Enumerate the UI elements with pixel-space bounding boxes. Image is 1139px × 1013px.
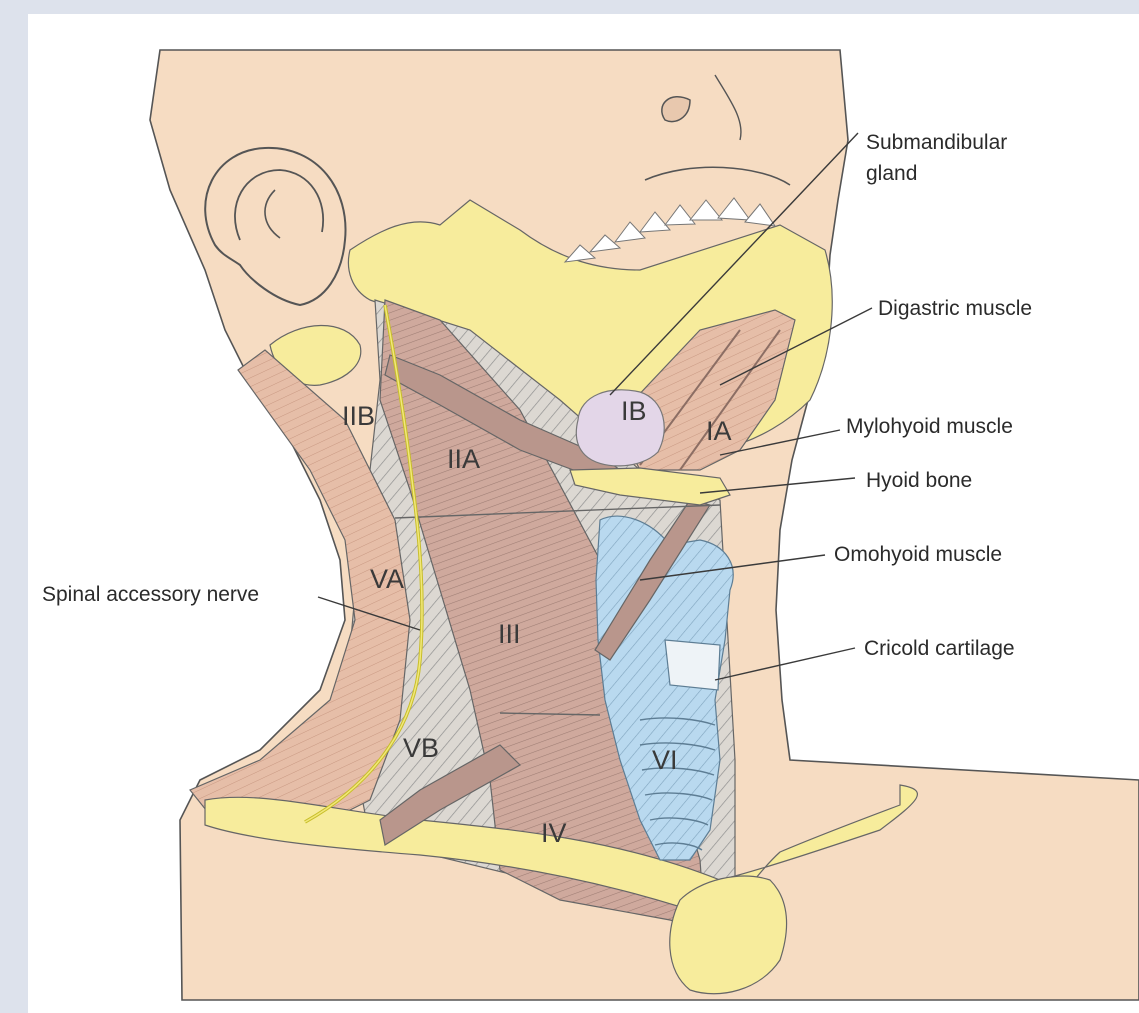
level-VA: VA	[370, 564, 404, 594]
level-VI: VI	[652, 745, 678, 775]
level-IV: IV	[541, 818, 567, 848]
label-mylohyoid-muscle: Mylohyoid muscle	[846, 415, 1013, 438]
label-digastric-muscle: Digastric muscle	[878, 297, 1032, 320]
level-IIB: IIB	[342, 401, 375, 431]
cricoid-cartilage	[665, 640, 720, 690]
label-spinal-accessory-nerve: Spinal accessory nerve	[42, 583, 259, 606]
label-submandibular: Submandibular	[866, 131, 1007, 154]
level-IB: IB	[621, 396, 647, 426]
label-submandibular-gland: gland	[866, 162, 917, 185]
label-omohyoid-muscle: Omohyoid muscle	[834, 543, 1002, 566]
label-cricoid-cartilage: Cricold cartilage	[864, 637, 1015, 660]
level-VB: VB	[403, 733, 439, 763]
level-IIA: IIA	[447, 444, 480, 474]
label-hyoid-bone: Hyoid bone	[866, 469, 972, 492]
level-III: III	[498, 619, 521, 649]
level-IA: IA	[706, 416, 732, 446]
